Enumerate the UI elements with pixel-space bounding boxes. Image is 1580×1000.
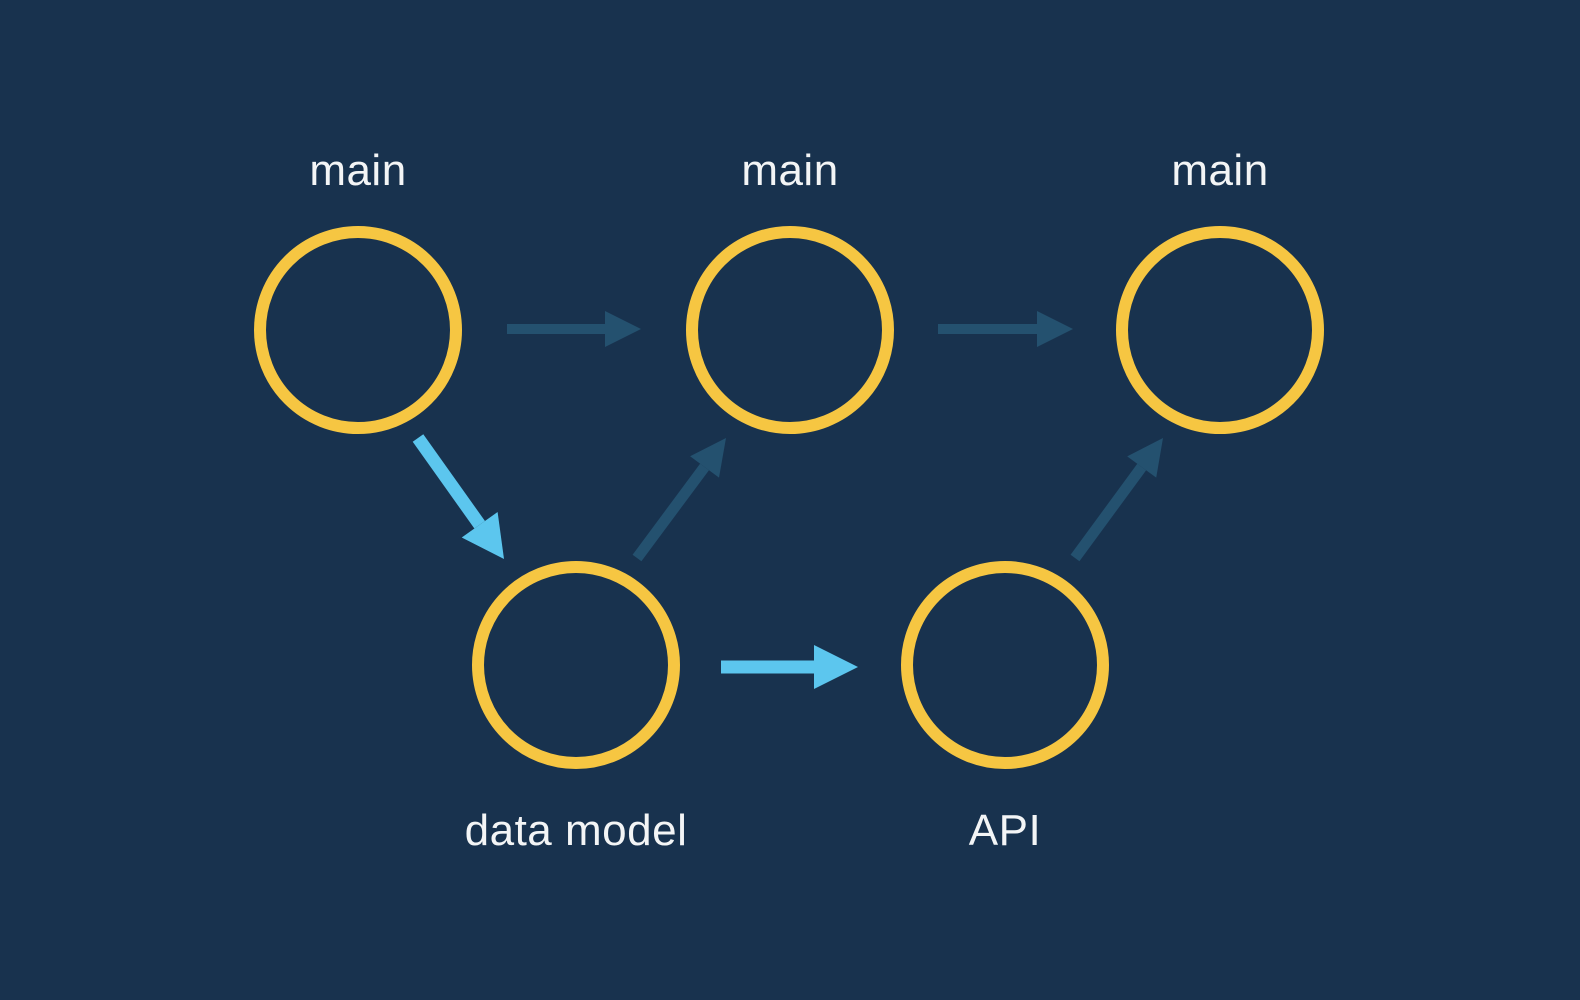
commit-circle-icon	[472, 561, 680, 769]
commit-node-main-1: main	[254, 146, 462, 434]
arrow-shaft	[1070, 463, 1147, 562]
arrow-head-icon	[690, 438, 726, 478]
edge-arrow-main-1-to-data-model	[412, 434, 504, 559]
edge-arrow-main-2-to-main-3	[938, 311, 1073, 347]
arrow-head-icon	[605, 311, 641, 347]
commit-circle-icon	[901, 561, 1109, 769]
edge-arrow-data-model-to-main-2	[632, 438, 726, 562]
commit-node-data-model: data model	[465, 561, 688, 855]
commit-node-main-2: main	[686, 146, 894, 434]
commit-label-main-2: main	[741, 146, 838, 195]
commit-label-data-model: data model	[465, 806, 688, 855]
commit-node-api: API	[901, 561, 1109, 855]
edge-arrow-data-model-to-api	[721, 645, 858, 689]
arrow-shaft	[632, 463, 709, 562]
commit-node-main-3: main	[1116, 146, 1324, 434]
commit-circle-icon	[1116, 226, 1324, 434]
edge-arrow-api-to-main-3	[1070, 438, 1163, 562]
commit-circle-icon	[254, 226, 462, 434]
commit-label-main-1: main	[309, 146, 406, 195]
arrow-head-icon	[1127, 438, 1163, 478]
arrow-shaft	[412, 434, 485, 529]
arrow-head-icon	[814, 645, 858, 689]
commit-circle-icon	[686, 226, 894, 434]
commit-label-main-3: main	[1171, 146, 1268, 195]
edge-arrow-main-1-to-main-2	[507, 311, 641, 347]
arrow-head-icon	[461, 512, 504, 559]
commit-label-api: API	[969, 806, 1041, 855]
arrow-head-icon	[1037, 311, 1073, 347]
